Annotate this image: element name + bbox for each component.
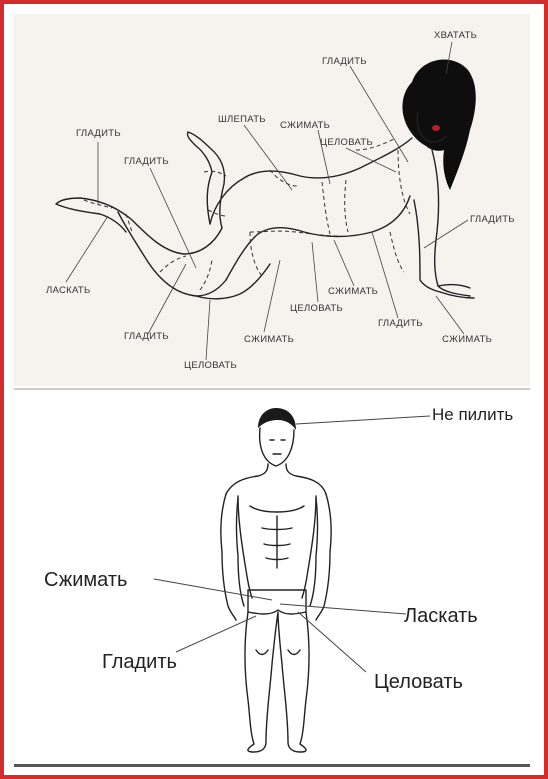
woman-raised-leg (186, 131, 226, 229)
top-labels: ХВАТАТЬ ГЛАДИТЬ ШЛЕПАТЬ СЖИМАТЬ ЦЕЛОВАТЬ… (46, 30, 515, 371)
label-caress-man: Ласкать (404, 605, 478, 627)
zone-dash-5 (249, 231, 263, 277)
woman-face (416, 111, 447, 143)
label-kiss-leg: ЦЕЛОВАТЬ (184, 360, 237, 371)
man-shoulders (225, 463, 327, 495)
zone-dash-6 (203, 170, 227, 177)
woman-back (209, 137, 413, 225)
label-stroke-arm: ГЛАДИТЬ (470, 214, 515, 225)
zone-dash-14 (83, 199, 113, 209)
zone-dash-3 (344, 179, 349, 233)
zone-dash-10 (125, 213, 133, 233)
woman-extended-leg (55, 197, 223, 255)
woman-thigh (117, 211, 227, 297)
top-leader-lines (65, 41, 469, 361)
man-head (258, 427, 295, 467)
man-torso (237, 495, 317, 599)
label-stroke-calf: ГЛАДИТЬ (124, 156, 169, 167)
woman-hair (402, 59, 476, 191)
zone-dash-12 (389, 231, 405, 273)
man-hair (258, 408, 296, 430)
label-stroke-head: ГЛАДИТЬ (322, 56, 367, 67)
woman-hand (437, 283, 475, 299)
zone-dash-2 (321, 181, 331, 235)
zone-dash-4 (249, 230, 341, 237)
label-kiss-man: Целовать (374, 671, 463, 693)
man-left-arm (220, 493, 245, 621)
zone-dash-8 (199, 259, 213, 291)
label-spank: ШЛЕПАТЬ (218, 114, 266, 125)
woman-arm (431, 149, 471, 297)
man-figure (220, 408, 332, 753)
label-stroke-man: Гладить (102, 651, 177, 673)
man-right-arm (309, 493, 332, 621)
label-kiss-belly: ЦЕЛОВАТЬ (290, 303, 343, 314)
label-caress: ЛАСКАТЬ (46, 285, 91, 296)
label-stroke-foot: ГЛАДИТЬ (76, 128, 121, 139)
label-no-nagging: Не пилить (432, 405, 513, 424)
label-squeeze-man: Сжимать (44, 569, 127, 591)
bottom-labels: Не пилить Сжимать Ласкать Гладить Целова… (44, 405, 513, 693)
label-kiss-neck: ЦЕЛОВАТЬ (320, 137, 373, 148)
zone-dash-1 (397, 149, 411, 215)
label-squeeze-thigh: СЖИМАТЬ (244, 334, 294, 345)
bottom-rule (14, 764, 530, 767)
label-squeeze-back: СЖИМАТЬ (280, 120, 330, 131)
zone-dash-13 (355, 137, 397, 151)
label-squeeze-belly: СЖИМАТЬ (328, 286, 378, 297)
label-stroke-hip: ГЛАДИТЬ (378, 318, 423, 329)
bottom-leader-lines (153, 415, 431, 673)
label-grab: ХВАТАТЬ (434, 30, 477, 41)
bottom-panel (14, 392, 530, 762)
man-legs (244, 611, 310, 753)
woman-figure (55, 59, 476, 300)
label-squeeze-hand: СЖИМАТЬ (442, 334, 492, 345)
zone-dash-7 (207, 209, 227, 217)
zone-dash-11 (269, 169, 299, 187)
zone-dash-9 (159, 255, 187, 273)
panel-divider (14, 388, 530, 390)
label-stroke-knee: ГЛАДИТЬ (124, 331, 169, 342)
man-underwear (247, 589, 307, 615)
woman-belly (225, 195, 411, 281)
woman-lips (432, 125, 440, 131)
